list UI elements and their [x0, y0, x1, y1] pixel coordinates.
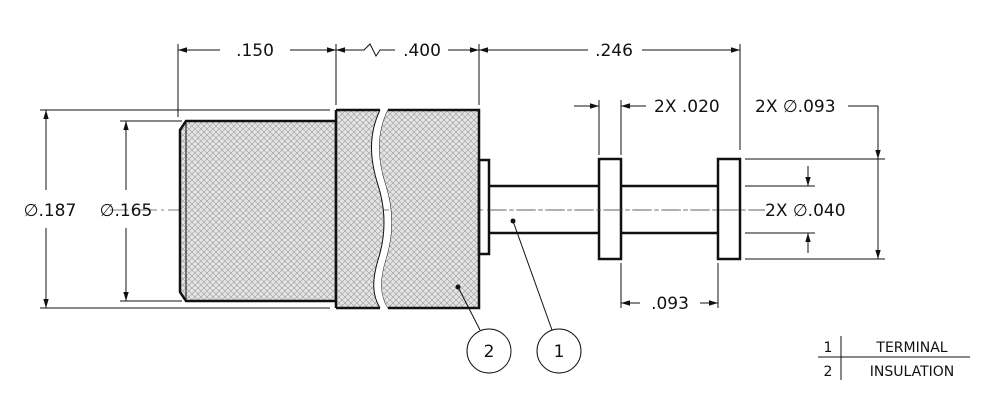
insulation-body-left-outline — [334, 108, 380, 310]
terminal-flange-1 — [597, 157, 623, 261]
legend-row-1-number: 1 — [824, 340, 833, 356]
dim-line-body-a — [336, 43, 395, 57]
balloon-insulation-number: 2 — [484, 342, 495, 362]
legend-row-2-number: 2 — [824, 364, 833, 380]
leader-insulation — [457, 286, 481, 331]
dim-len-body: .400 — [403, 41, 441, 61]
break-line-left — [371, 109, 385, 309]
legend-row-1-label: TERMINAL — [875, 340, 947, 356]
insulation-ring — [180, 121, 336, 301]
dim-pin-dia: 2X ∅.040 — [765, 201, 846, 221]
legend-row-2-label: INSULATION — [870, 364, 955, 380]
leader-terminal — [512, 220, 553, 331]
dim-flange-spacing: .093 — [651, 294, 689, 314]
balloons: 2 1 — [455, 218, 582, 374]
balloon-terminal-number: 1 — [554, 342, 565, 362]
dim-flange-thk: 2X .020 — [654, 97, 720, 117]
dim-outer-dia: ∅.187 — [24, 201, 77, 221]
terminal-collar — [477, 158, 491, 256]
dim-len-ring: .150 — [236, 41, 274, 61]
part-outline — [110, 108, 765, 310]
balloon-insulation — [466, 328, 512, 374]
dim-len-pin: .246 — [595, 41, 633, 61]
legend-table: 1 TERMINAL 2 INSULATION — [818, 336, 970, 380]
insulation-body-right — [379, 110, 479, 308]
dim-flange-dia: 2X ∅.093 — [755, 97, 836, 117]
dim-inner-dia: ∅.165 — [100, 201, 153, 221]
balloon-terminal — [536, 328, 582, 374]
dimensions: .150 .400 .246 2X .020 2X ∅.093 2X ∅.040 — [24, 41, 885, 314]
terminal-flange-2 — [716, 157, 742, 261]
insulation-body-left — [336, 110, 384, 308]
